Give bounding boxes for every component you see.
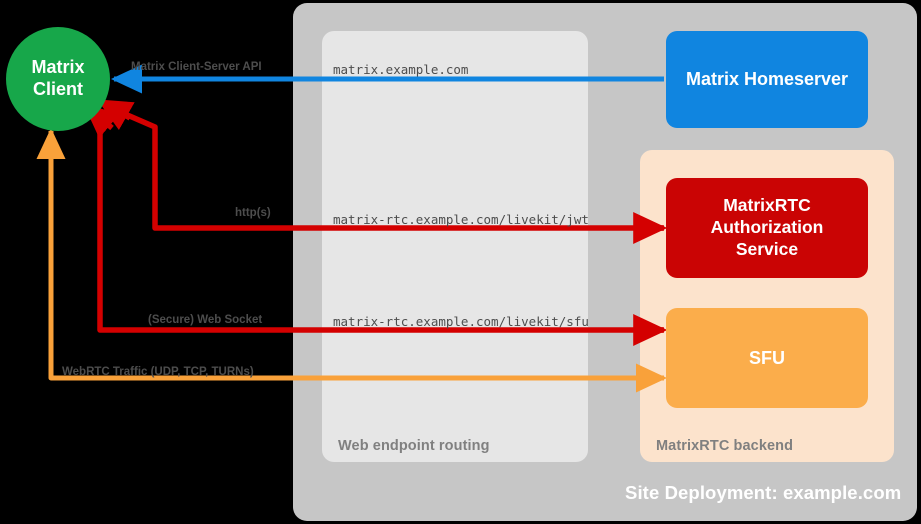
node-matrix-homeserver[interactable]: Matrix Homeserver: [666, 31, 868, 128]
endpoint-label-matrix-example-com: matrix.example.com: [333, 62, 469, 77]
edge-label-https: http(s): [235, 207, 271, 219]
arrowhead-jwt-to-client: [97, 98, 135, 131]
container-web-endpoint-routing: [322, 31, 588, 462]
matrix-client-label-line1: Matrix: [31, 57, 85, 78]
matrix-homeserver-label: Matrix Homeserver: [685, 69, 849, 90]
sfu-label: SFU: [749, 347, 785, 368]
node-matrixrtc-authorization-service[interactable]: MatrixRTC Authorization Service: [666, 178, 868, 278]
arrow-webrtc-traffic: [48, 135, 663, 381]
edge-label-secure-web-socket: (Secure) Web Socket: [148, 314, 263, 326]
endpoint-label-livekit-sfu: matrix-rtc.example.com/livekit/sfu: [333, 314, 589, 329]
edge-label-matrix-client-server-api: Matrix Client-Server API: [131, 61, 262, 73]
arrow-jwt-to-auth-service: [102, 102, 663, 231]
node-matrix-client[interactable]: Matrix Client: [6, 27, 110, 131]
auth-label-line3: Service: [735, 238, 799, 259]
auth-label-line2: Authorization: [710, 217, 824, 238]
label-web-endpoint-routing: Web endpoint routing: [338, 438, 490, 454]
node-sfu[interactable]: SFU: [666, 308, 868, 408]
matrix-client-label-line2: Client: [32, 79, 83, 99]
label-matrixrtc-backend: MatrixRTC backend: [656, 438, 794, 454]
endpoint-label-livekit-jwt: matrix-rtc.example.com/livekit/jwt: [333, 212, 589, 227]
label-site-deployment: Site Deployment: example.com: [625, 482, 902, 503]
edge-label-webrtc-traffic: WebRTC Traffic (UDP, TCP, TURNs): [62, 366, 254, 378]
auth-label-line1: MatrixRTC: [723, 195, 811, 216]
